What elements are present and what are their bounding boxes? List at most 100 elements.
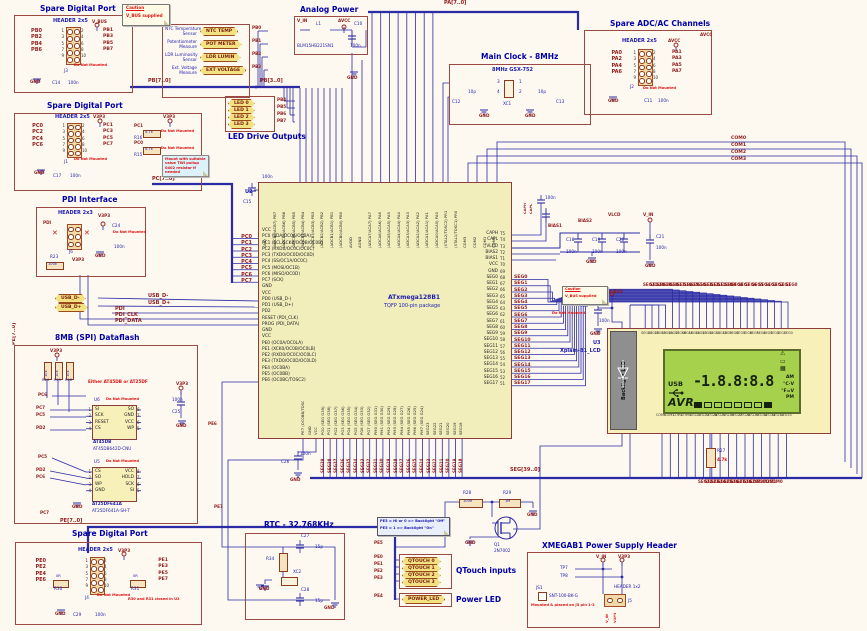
seg-bus-label: SEG[39..0]	[510, 467, 540, 473]
list-item: SEG0	[783, 331, 793, 335]
cap-ref: C17	[53, 173, 62, 178]
list-item: 6	[137, 419, 140, 425]
spare-pe-connector[interactable]	[90, 557, 105, 595]
list-item: SEG29	[385, 458, 391, 473]
mcu-package: TQFP 100-pin package	[384, 303, 441, 309]
list-item: 4	[88, 487, 91, 493]
list-item: PM4 (SEG G27)	[398, 406, 404, 435]
pullup-value: 4.7k	[145, 147, 153, 151]
gnd-label: GND	[347, 75, 358, 80]
vin-label: V_IN	[297, 18, 308, 23]
js1-ref: JS1	[536, 585, 543, 590]
c30-value: 100n	[599, 318, 610, 323]
usb-dm-net: USB_D-	[148, 293, 169, 299]
c30-dnm: Do Not Mounted	[552, 311, 586, 315]
q1-part: 2N7002	[494, 548, 511, 553]
list-item: SEG26	[722, 413, 734, 417]
tp7-label: TP7	[560, 565, 568, 570]
list-item: 2	[104, 558, 107, 563]
list-item: SEG1	[778, 282, 791, 287]
u6-chip	[92, 405, 137, 440]
net: PC6	[38, 392, 48, 397]
list-item: PB1	[103, 28, 114, 33]
gnd-label: GND	[259, 586, 270, 591]
spare-pb-connector[interactable]	[66, 27, 81, 65]
spare-pe-header-label: HEADER 2x5	[78, 547, 113, 553]
v3p3-rot-label: V3P3	[614, 612, 617, 623]
list-item: COM2	[672, 413, 683, 417]
spare-pc-box	[14, 113, 202, 191]
spare-adc-connector[interactable]	[638, 49, 653, 86]
list-item: 9	[633, 75, 636, 80]
list-item: COM0	[656, 413, 667, 417]
list-item: PC0	[241, 234, 252, 240]
list-item: PA4	[611, 62, 622, 69]
either-note: Either AT45DB or AT25DF	[88, 379, 148, 384]
list-item: PC3 (TXD0/OC0D/OC0D)	[262, 253, 315, 258]
u5-chip	[92, 467, 137, 502]
list-item: SEG3	[763, 331, 773, 335]
list-item: 8	[81, 46, 84, 52]
pdi-cap-dnm: Do Not Mounted	[113, 230, 147, 234]
list-item: PE5 (OC0BB)	[262, 371, 290, 377]
pc-bus-label: PC[7..0]	[152, 176, 175, 182]
j5-connector[interactable]	[604, 594, 626, 607]
list-item: GND	[262, 284, 272, 290]
list-item: (ADCA0/ACA0) PA0	[433, 212, 439, 248]
list-item: PE2	[35, 564, 46, 571]
list-item: 10	[82, 148, 88, 153]
cap-value: 100n	[68, 80, 79, 85]
list-item: SEG17	[670, 282, 685, 287]
analog-power-box	[294, 16, 368, 55]
list-item: PD1 (USB_D+)	[262, 303, 294, 308]
c28-value: 15p	[315, 598, 323, 603]
list-item: PE2 (RXD0/OC0C/OC0LC)	[262, 353, 317, 358]
list-item: 4	[88, 425, 91, 431]
list-item: PE6 (OC0BC/TOSC2)	[262, 378, 306, 383]
list-item: SEG17	[668, 331, 680, 335]
list-item: PC0	[32, 123, 43, 129]
list-item: 10	[81, 53, 87, 58]
js1-part: SNT-100-BK-G	[549, 593, 578, 598]
spare-pb-header-label: HEADER 2x5	[53, 18, 88, 24]
list-item: VCC	[262, 290, 271, 296]
pullup-dnm: Do Not Mounted	[161, 129, 195, 133]
power-header-title: XMEGAB1 Power Supply Header	[542, 541, 677, 550]
list-item: SEG7	[738, 282, 750, 287]
list-item: GND	[95, 487, 105, 493]
pdi-connector[interactable]	[67, 224, 82, 250]
list-item: 3	[62, 129, 65, 135]
list-item: SEG22	[689, 413, 701, 417]
list-item: PD2	[262, 309, 271, 315]
pb30-bus-label: PB[3..0]	[260, 78, 283, 84]
list-item: COM3	[680, 413, 692, 417]
gnd-label: GND	[324, 605, 335, 610]
gnd-label: GND	[465, 540, 476, 545]
spare-pe-title: Spare Digital Port	[72, 529, 148, 538]
pe6-net: PE6	[208, 421, 217, 426]
rtc-title: RTC - 32.768KHz	[264, 520, 334, 529]
pullup-ref: R15	[134, 152, 143, 157]
list-item: 7	[137, 413, 140, 419]
c15-ref: C15	[243, 199, 252, 204]
list-item: PG6 (SEG G33)	[359, 406, 365, 435]
list-item: PE3 (TXD0/OC0D/OC0LD)	[262, 359, 317, 365]
list-item: AM	[785, 375, 794, 380]
list-item: PC5	[103, 135, 113, 141]
list-item: SEG10	[715, 331, 728, 335]
list-item: RESET (PDI_CLK)	[262, 315, 299, 321]
qtouch-title: QTouch inputs	[456, 566, 517, 575]
vin-label: V_IN	[643, 212, 654, 217]
list-item: 2	[82, 123, 85, 128]
list-item: SEG13	[697, 282, 712, 287]
u5-name: AT25DF641A	[92, 501, 122, 506]
pe-bus-rot-label: PE[7..0]	[12, 322, 17, 345]
list-item: 8	[137, 407, 140, 412]
list-item: PC7	[241, 277, 252, 284]
spare-pc-connector[interactable]	[67, 123, 82, 158]
